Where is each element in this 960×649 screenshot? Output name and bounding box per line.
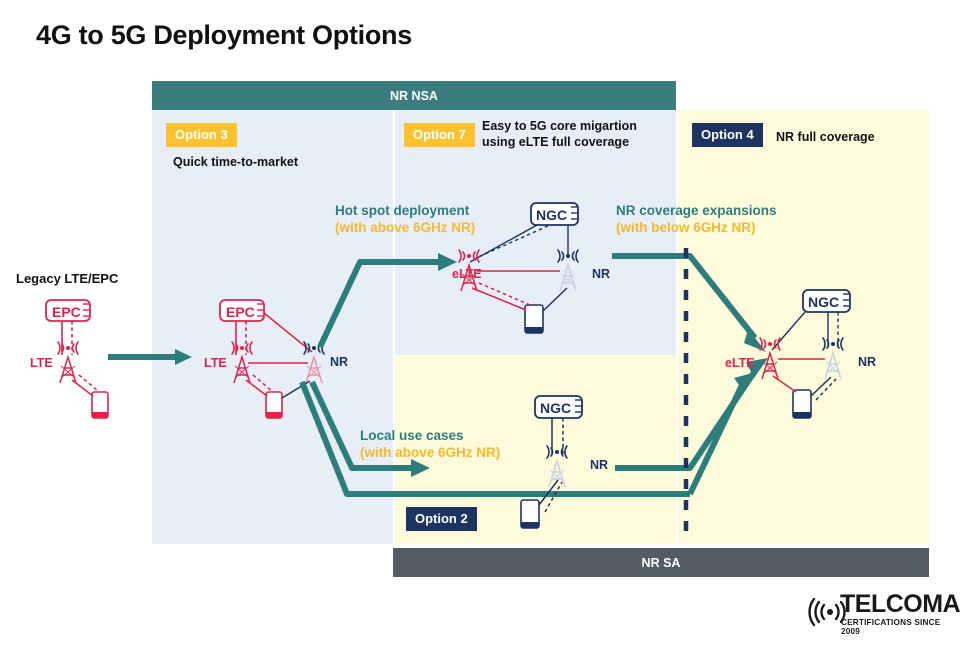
arrow-bottom-rail-to-option4 [687, 372, 756, 496]
arrow-legacy-to-option3 [108, 349, 192, 365]
option3-chip[interactable]: Option 3 [166, 123, 237, 148]
option7-chip[interactable]: Option 7 [404, 123, 475, 148]
option4-chip[interactable]: Option 4 [692, 123, 763, 148]
legacy-epc-label: EPC [52, 304, 81, 320]
callout-local-line1: Local use cases [360, 428, 464, 443]
callout-hotspot-line1: Hot spot deployment [335, 203, 470, 218]
nr-sa-bar: NR SA [393, 548, 929, 577]
option4-ngc-label: NGC [808, 294, 840, 310]
callout-local-line2: (with above 6GHz NR) [360, 444, 501, 460]
arrow-option3-to-option7 [317, 253, 457, 349]
panel-option3 [152, 110, 393, 544]
legacy-node-label: Legacy LTE/EPC [16, 271, 119, 286]
callout-nr-coverage-expansions: NR coverage expansions (with below 6GHz … [616, 203, 777, 237]
option7-description: Easy to 5G core migartion using eLTE ful… [482, 119, 637, 149]
arrow-option7-to-option4 [612, 253, 766, 352]
node-option3 [219, 299, 325, 419]
node-option4 [759, 289, 851, 419]
callout-hotspot-line2: (with above 6GHz NR) [335, 219, 476, 235]
legacy-lte-label: LTE [30, 356, 53, 370]
option2-nr-label: NR [590, 458, 609, 472]
logo-tagline: CERTIFICATIONS SINCE 2009 [841, 618, 941, 636]
option2-chip[interactable]: Option 2 [406, 507, 477, 532]
nr-nsa-bar: NR NSA [152, 81, 676, 110]
option3-epc-label: EPC [226, 304, 255, 320]
signal-wave-icon [808, 597, 846, 627]
callout-hotspot-deployment: Hot spot deployment (with above 6GHz NR) [335, 203, 475, 237]
option4-elte-label: eLTE [725, 356, 755, 370]
option2-ngc-label: NGC [540, 400, 572, 416]
panel-option4 [678, 110, 929, 544]
logo-wordmark: TELCOMA [840, 590, 960, 618]
nr-nsa-label: NR NSA [390, 88, 438, 103]
option3-lte-label: LTE [204, 356, 227, 370]
nr-sa-label: NR SA [641, 555, 681, 570]
arrow-option3-to-bottom-rail [299, 380, 690, 497]
option7-elte-label: eLTE [452, 267, 482, 281]
callout-local-use-cases: Local use cases (with above 6GHz NR) [360, 428, 500, 462]
node-option2 [520, 395, 583, 529]
option4-nr-label: NR [858, 355, 877, 369]
page-title: 4G to 5G Deployment Options [36, 20, 412, 50]
telcoma-logo: TELCOMA CERTIFICATIONS SINCE 2009 [795, 590, 960, 636]
option3-description: Quick time-to-market [173, 155, 299, 169]
arrow-option3-to-option2 [309, 380, 430, 477]
node-legacy-lte-epc [45, 299, 109, 419]
option4-description: NR full coverage [776, 130, 875, 144]
option3-nr-label: NR [330, 355, 349, 369]
arrow-option2-to-option4 [615, 358, 768, 471]
callout-coverage-line2: (with below 6GHz NR) [616, 219, 756, 235]
callout-coverage-line1: NR coverage expansions [616, 203, 777, 218]
node-option7 [458, 202, 579, 334]
option7-ngc-label: NGC [536, 207, 568, 223]
option7-nr-label: NR [592, 267, 611, 281]
